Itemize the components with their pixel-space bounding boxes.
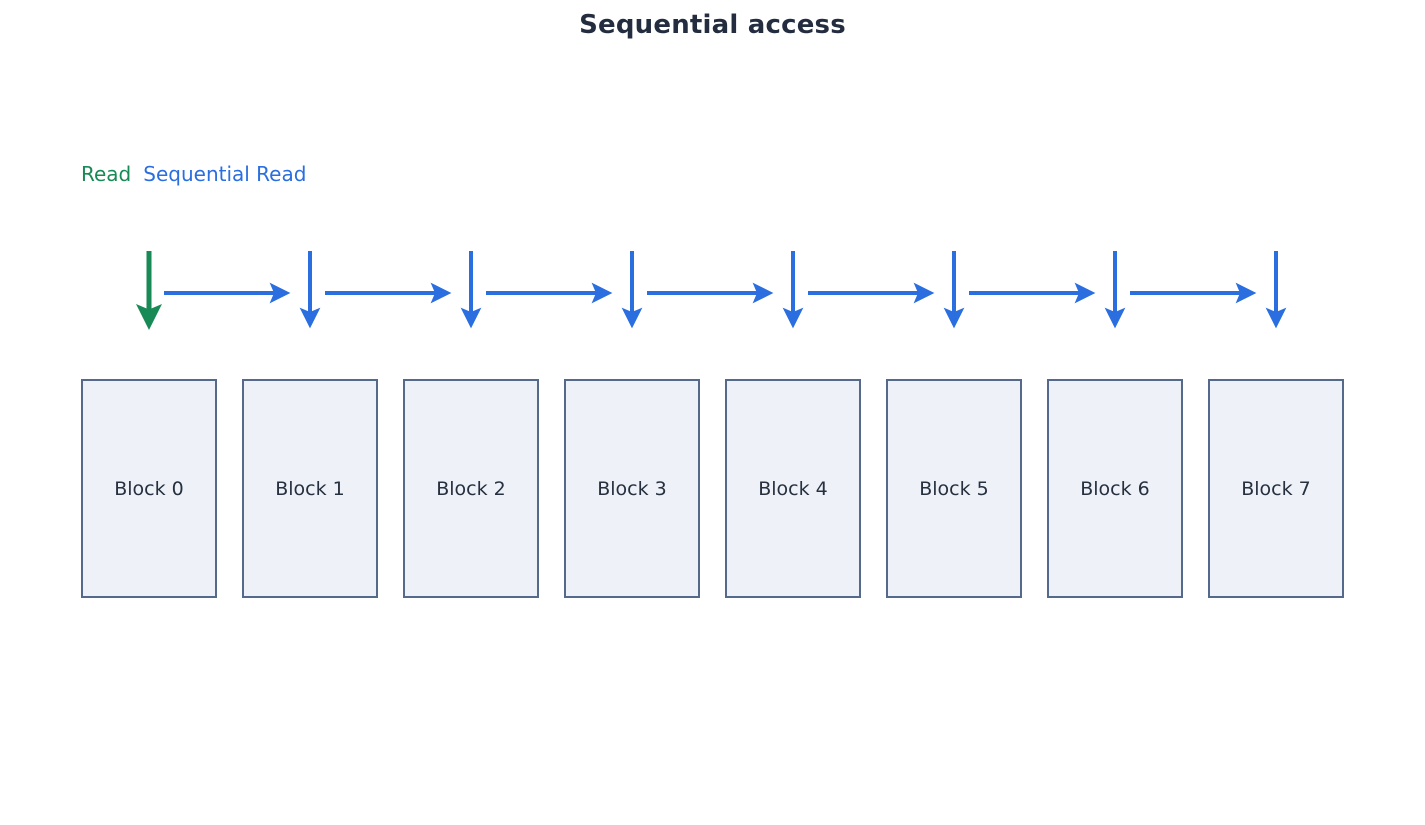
block-5: Block 5 xyxy=(886,379,1022,598)
blocks-row: Block 0 Block 1 Block 2 Block 3 Block 4 … xyxy=(81,379,1344,598)
block-1: Block 1 xyxy=(242,379,378,598)
block-label: Block 7 xyxy=(1241,477,1311,500)
legend: Read Sequential Read xyxy=(81,162,306,186)
block-label: Block 3 xyxy=(597,477,667,500)
block-label: Block 0 xyxy=(114,477,184,500)
block-label: Block 2 xyxy=(436,477,506,500)
legend-item-sequential-read: Sequential Read xyxy=(143,162,307,186)
block-label: Block 6 xyxy=(1080,477,1150,500)
block-label: Block 4 xyxy=(758,477,828,500)
block-3: Block 3 xyxy=(564,379,700,598)
block-7: Block 7 xyxy=(1208,379,1344,598)
block-label: Block 1 xyxy=(275,477,345,500)
block-2: Block 2 xyxy=(403,379,539,598)
block-6: Block 6 xyxy=(1047,379,1183,598)
page-title: Sequential access xyxy=(579,10,846,40)
block-0: Block 0 xyxy=(81,379,217,598)
block-label: Block 5 xyxy=(919,477,989,500)
legend-item-read: Read xyxy=(81,162,132,186)
block-4: Block 4 xyxy=(725,379,861,598)
